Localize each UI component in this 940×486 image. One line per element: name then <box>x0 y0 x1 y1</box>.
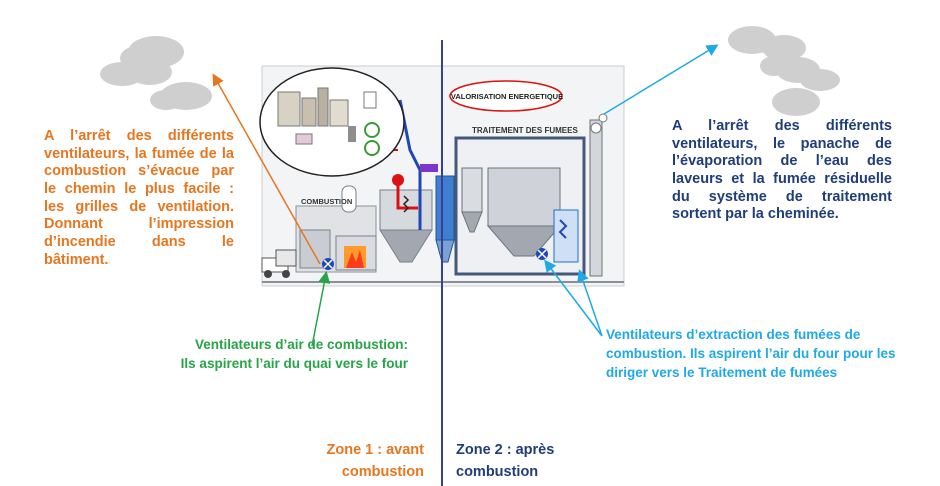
flue-gas-treatment-building <box>454 136 586 276</box>
smoke-cloud-right <box>728 26 840 116</box>
smoke-arrow-right <box>603 44 719 115</box>
blue-pipe <box>398 99 422 230</box>
valorisation-label: VALORISATION ENERGETIQUE <box>450 92 564 101</box>
zone1-line1: Zone 1 : avant <box>326 442 425 458</box>
zone1-label: Zone 1 : avant combustion <box>296 440 425 484</box>
extraction-fan-arrow-1 <box>544 259 603 337</box>
right-explanation: A l’arrêt des différents ventilateurs, l… <box>672 118 892 223</box>
truck-icon <box>261 249 297 278</box>
combustion-fans-title: Ventilateurs d’air de combustion: <box>194 337 408 352</box>
smoke-arrow-left <box>212 73 321 265</box>
extraction-fans-caption: Ventilateurs d’extraction des fumées de … <box>606 327 896 380</box>
combustion-fans-caption: Ventilateurs d’air de combustion: Ils as… <box>148 336 408 374</box>
combustion-fan-arrow <box>311 271 331 347</box>
extraction-fan-icon <box>536 248 548 260</box>
left-explanation: A l’arrêt des différents ventilateurs, l… <box>44 128 234 268</box>
chimney <box>589 113 608 277</box>
valorisation-oval <box>449 80 563 112</box>
zone2-label: Zone 2 : après combustion <box>456 440 586 484</box>
smoke-cloud-left <box>100 36 212 110</box>
zone2-line2: combustion <box>456 463 539 480</box>
traitement-label: TRAITEMENT DES FUMEES <box>472 126 578 135</box>
city-illustration <box>277 87 380 156</box>
combustion-label: COMBUSTION <box>301 197 353 206</box>
zone1-line2: combustion <box>341 463 424 480</box>
combustion-fan-icon <box>322 258 334 270</box>
combustion-fans-description: Ils aspirent l’air du quai vers le four <box>180 355 408 371</box>
boiler-section <box>379 174 455 263</box>
zone2-line1: Zone 2 : après <box>456 442 555 458</box>
extraction-fan-arrow-2 <box>577 269 603 337</box>
